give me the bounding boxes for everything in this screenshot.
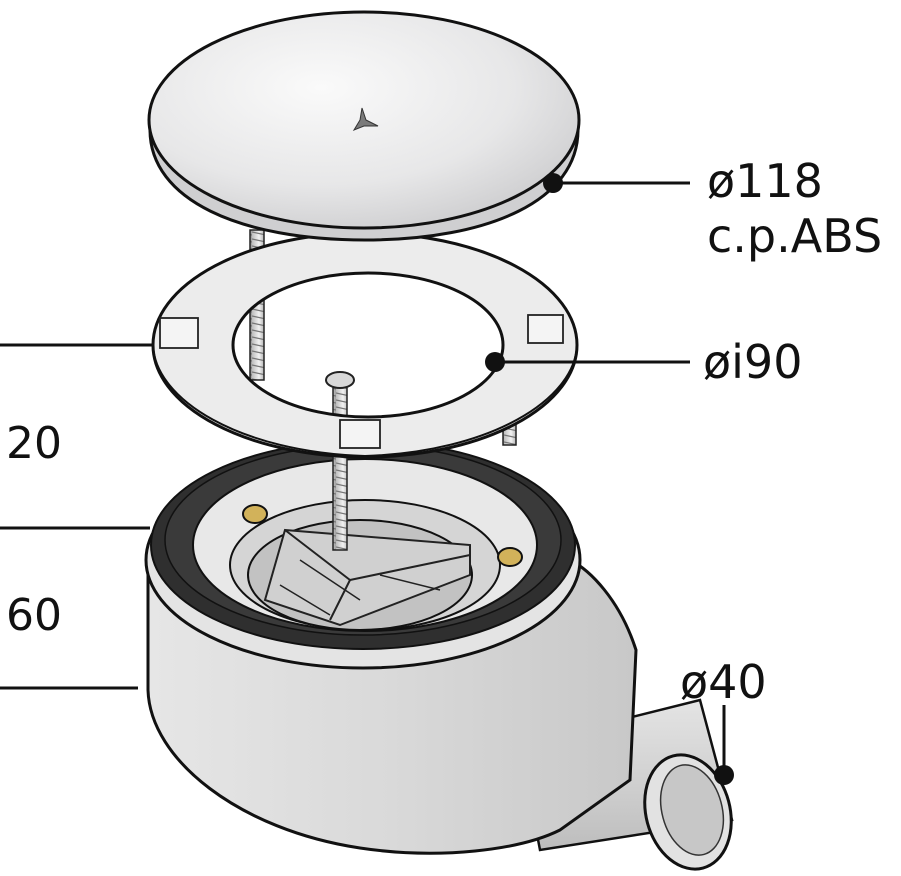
callout-ring [485,352,690,372]
ring-inner-diameter-label: øi90 [703,335,802,389]
height-dimensions [0,343,152,690]
brass-insert-left [242,504,268,524]
clip-front [339,419,381,449]
drain-body [144,440,734,871]
upper-height-label: 20 [6,418,62,469]
lower-height-label: 60 [6,590,62,641]
cover-plate [147,10,581,242]
cover-material-label: c.p.ABS [707,209,882,263]
ring-plate [151,231,579,459]
callout-outlet [714,705,734,785]
brass-insert-right [497,547,523,567]
clip-right [527,314,564,344]
strainer-baffles [263,528,471,627]
outlet-diameter-label: ø40 [680,655,767,709]
cover-diameter-label: ø118 [707,154,823,208]
cover-logo-icon [352,107,379,132]
callout-cover [543,173,690,193]
clip-left [159,317,199,349]
